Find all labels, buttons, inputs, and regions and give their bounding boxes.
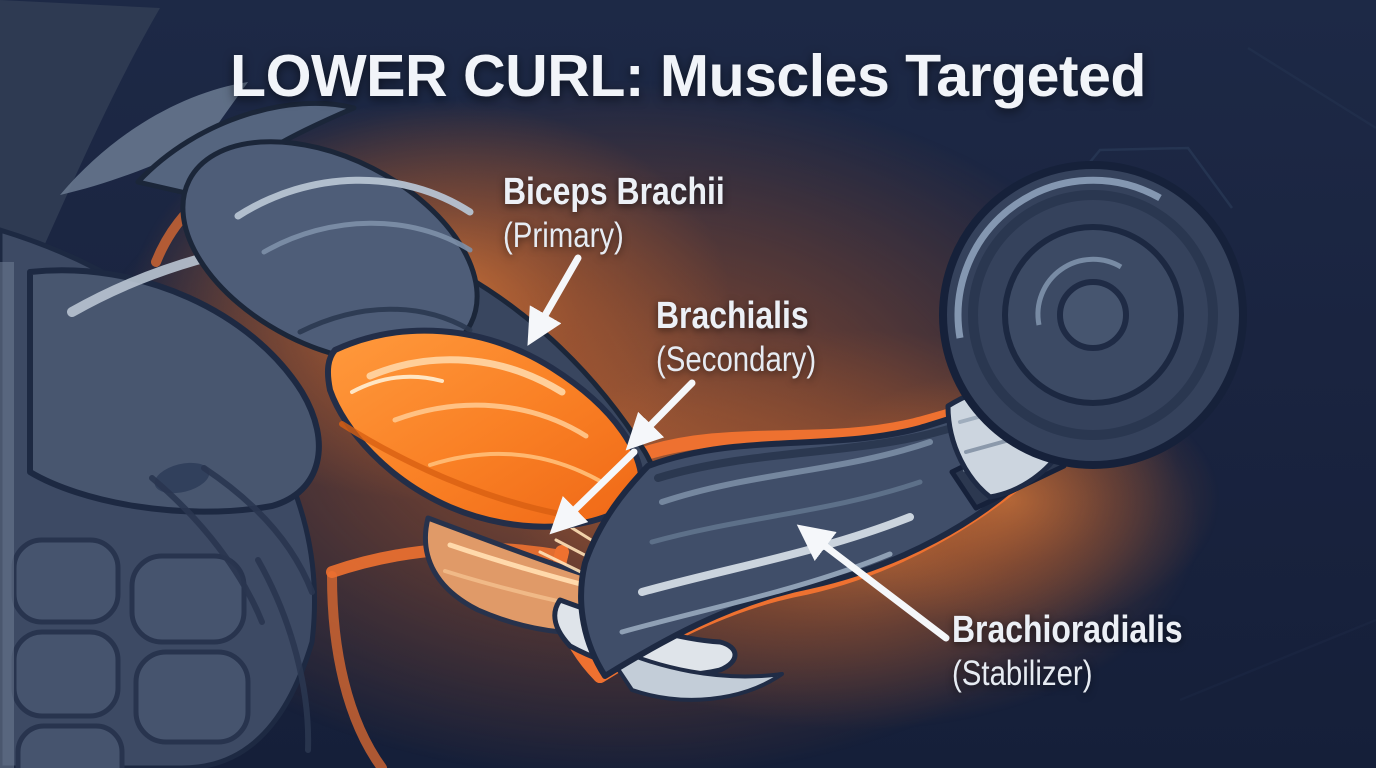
label-brachialis: Brachialis (Secondary)	[656, 294, 816, 382]
label-biceps-brachii: Biceps Brachii (Primary)	[503, 170, 725, 258]
deltoid-muscle	[180, 139, 480, 365]
page-title: LOWER CURL: Muscles Targeted	[230, 43, 1146, 109]
label-brachioradialis: Brachioradialis (Stabilizer)	[952, 608, 1183, 696]
biceps-label-name: Biceps Brachii	[503, 171, 725, 213]
arrow-brachialis-1	[625, 379, 696, 451]
arrow-brachioradialis	[796, 524, 950, 642]
brachialis-label-qualifier: (Secondary)	[656, 340, 817, 379]
arrow-biceps	[527, 254, 582, 346]
dumbbell-plate	[939, 161, 1247, 469]
arrow-brachialis-2	[549, 448, 638, 535]
upper-arm-group	[180, 139, 784, 702]
brachioradialis-label-qualifier: (Stabilizer)	[952, 654, 1093, 693]
biceps-label-qualifier: (Primary)	[503, 216, 624, 255]
brachialis-label-name: Brachialis	[656, 295, 809, 337]
brachioradialis-label-name: Brachioradialis	[952, 609, 1183, 651]
